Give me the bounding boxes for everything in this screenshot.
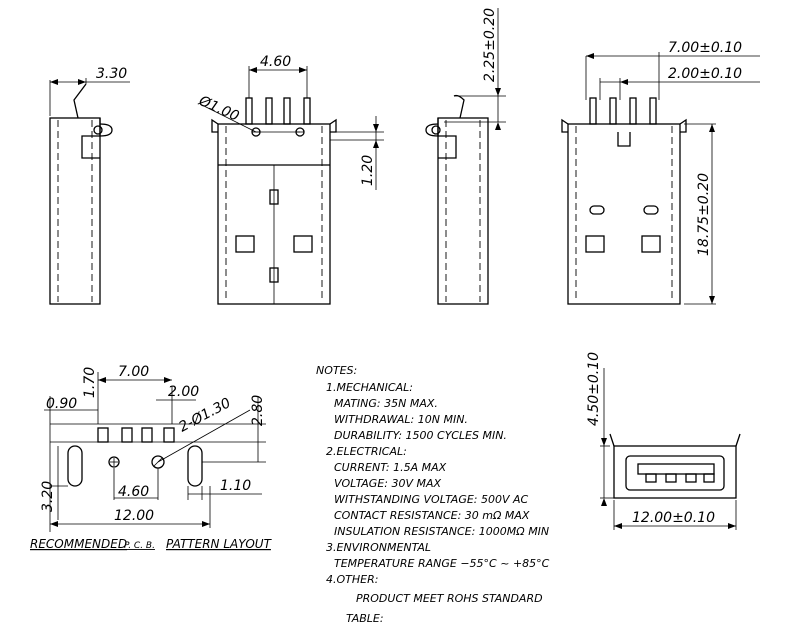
- dim-pcb-7: 7.00: [118, 364, 149, 380]
- side-view-left: [49, 78, 130, 305]
- dim-left-width: 3.30: [96, 66, 127, 82]
- notes-elec-line: INSULATION RESISTANCE: 1000MΩ MIN: [334, 525, 549, 538]
- dim-pin-pitch-right: 2.00±0.10: [668, 66, 742, 82]
- notes-elec-line: CONTACT RESISTANCE: 30 mΩ MAX: [334, 509, 530, 522]
- notes-title: NOTES:: [316, 364, 357, 377]
- dim-hole-offset: 1.20: [360, 155, 376, 186]
- dim-pcb-460: 4.60: [118, 484, 149, 500]
- notes-env-line: TEMPERATURE RANGE −55°C ~ +85°C: [334, 557, 550, 570]
- dim-pcb-090: 0.90: [46, 396, 77, 412]
- back-view: [561, 52, 760, 305]
- dim-pcb-320: 3.20: [40, 481, 56, 512]
- pcb-caption-1: RECOMMENDED: [30, 537, 127, 551]
- front-view: [199, 8, 506, 305]
- dim-pcb-170: 1.70: [82, 367, 98, 398]
- end-view: [600, 368, 741, 530]
- notes-elec-line: CURRENT: 1.5A MAX: [334, 461, 447, 474]
- dim-pin-pitch-front: 4.60: [260, 54, 291, 70]
- pcb-caption-3: PATTERN LAYOUT: [166, 537, 273, 551]
- dim-body-length: 18.75±0.20: [696, 173, 712, 256]
- notes-other-line: PRODUCT MEET ROHS STANDARD: [356, 592, 543, 605]
- dim-pcb-110: 1.10: [220, 478, 251, 494]
- notes-elec-heading: 2.ELECTRICAL:: [326, 445, 407, 458]
- notes-elec-line: WITHSTANDING VOLTAGE: 500V AC: [334, 493, 529, 506]
- dim-end-width: 12.00±0.10: [632, 510, 715, 526]
- notes-mech-heading: 1.MECHANICAL:: [326, 381, 413, 394]
- notes-mech-line: WITHDRAWAL: 10N MIN.: [334, 413, 468, 426]
- notes-mech-line: DURABILITY: 1500 CYCLES MIN.: [334, 429, 507, 442]
- notes-block: NOTES: 1.MECHANICAL: MATING: 35N MAX. WI…: [316, 364, 550, 625]
- dim-pcb-1200: 12.00: [114, 508, 154, 524]
- dim-total-width: 7.00±0.10: [668, 40, 742, 56]
- side-view-right: [425, 94, 489, 305]
- notes-env-heading: 3.ENVIRONMENTAL: [326, 541, 431, 554]
- pcb-pattern: [44, 372, 266, 532]
- dim-pcb-280: 2.80: [250, 395, 266, 426]
- notes-other-heading: 4.OTHER:: [326, 573, 378, 586]
- pcb-caption-2: P. C. B.: [124, 541, 155, 551]
- notes-elec-line: VOLTAGE: 30V MAX: [334, 477, 442, 490]
- dim-top-height: 2.25±0.20: [482, 8, 498, 82]
- dim-end-height: 4.50±0.10: [586, 352, 602, 426]
- dim-pcb-hole: 2-Ø1.30: [176, 395, 233, 436]
- notes-mech-line: MATING: 35N MAX.: [334, 397, 438, 410]
- dim-hole-dia: Ø1.00: [195, 93, 241, 125]
- dim-pcb-200: 2.00: [168, 384, 199, 400]
- notes-other-line: TABLE:: [346, 612, 384, 625]
